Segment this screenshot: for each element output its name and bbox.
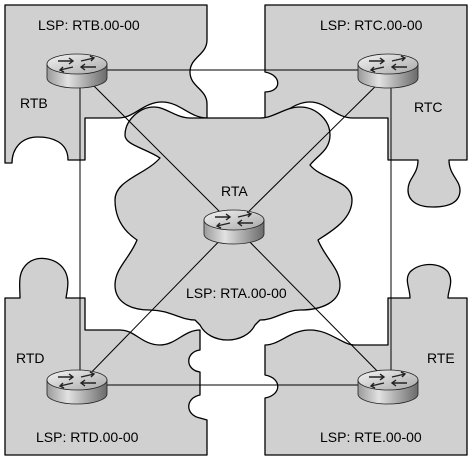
router-rtc-icon [357,53,419,89]
link-rtb-rta [77,69,235,227]
router-name-rtd: RTD [16,350,45,366]
router-name-rtc: RTC [414,99,443,115]
router-rtd-icon [46,369,108,405]
lsp-label-rtc: LSP: RTC.00-00 [320,17,423,33]
puzzle-piece-rtb [4,4,208,164]
link-rtc-rta [233,69,393,227]
lsp-label-rtd: LSP: RTD.00-00 [36,429,139,445]
link-rtd-rta [79,225,235,385]
router-rta-icon [203,209,265,245]
router-name-rta: RTA [221,183,248,199]
router-rtb-icon [46,53,108,89]
link-lines [77,69,393,386]
lsp-label-rte: LSP: RTE.00-00 [320,429,422,445]
link-rte-rta [233,225,391,385]
lsp-label-rtb: LSP: RTB.00-00 [38,17,140,33]
router-name-rte: RTE [427,350,455,366]
router-name-rtb: RTB [20,95,48,111]
router-rte-icon [357,369,419,405]
lsp-label-rta: LSP: RTA.00-00 [186,285,287,301]
